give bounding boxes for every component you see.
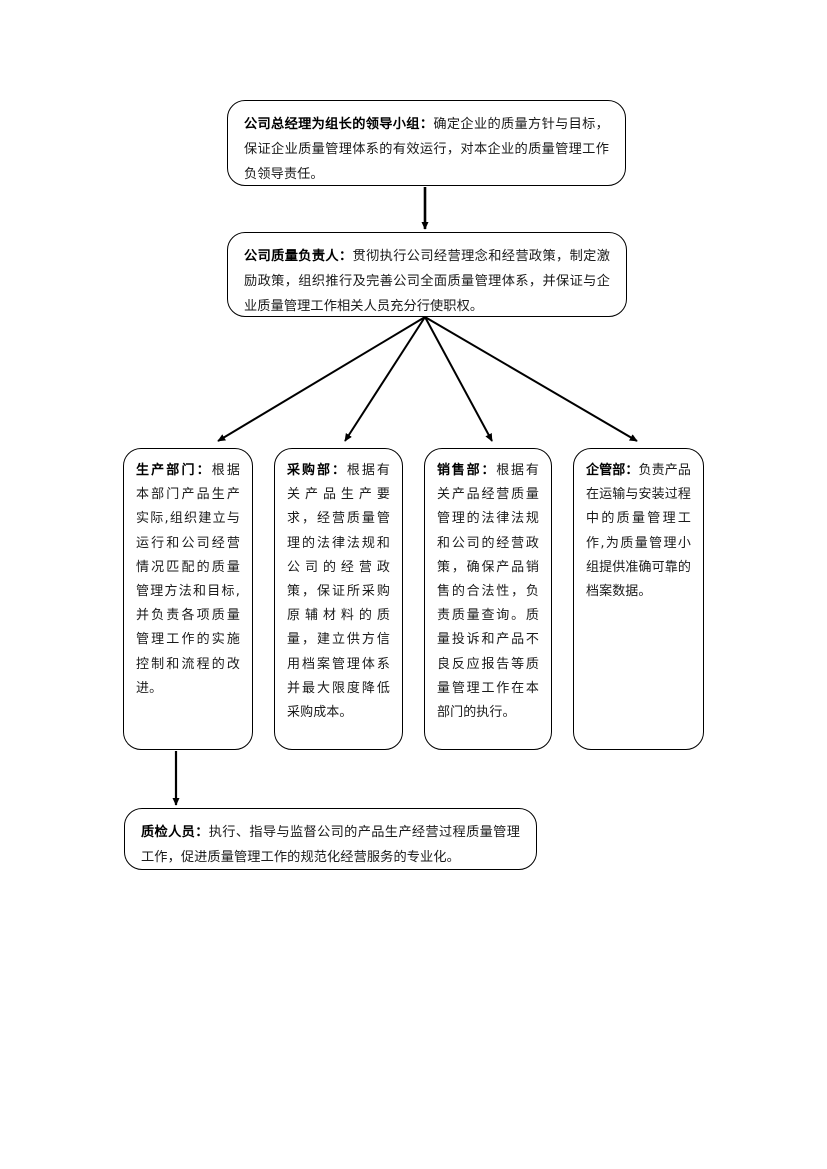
node-production-dept-body: 根据本部门产品生产实际,组织建立与运行和公司经营情况匹配的质量管理方法和目标,并…	[136, 463, 240, 696]
node-enterprise-mgmt-dept-inner: 企管部：负责产品在运输与安装过程中的质量管理工作,为质量管理小组提供准确可靠的档…	[574, 449, 703, 612]
node-qc-inspector-separator: ：	[195, 825, 209, 840]
node-purchasing-dept-inner: 采购部：根据有关产品生产要求，经营质量管理的法律法规和公司的经营政策，保证所采购…	[275, 449, 402, 733]
node-sales-dept-text: 销售部：根据有关产品经营质量管理的法律法规和公司的经营政策，确保产品销售的合法性…	[437, 459, 539, 725]
node-qc-inspector[interactable]: 质检人员：执行、指导与监督公司的产品生产经营过程质量管理工作，促进质量管理工作的…	[124, 808, 537, 870]
node-leadership-group-separator: ：	[419, 117, 434, 132]
node-production-dept-separator: ：	[196, 463, 212, 478]
node-sales-dept-inner: 销售部：根据有关产品经营质量管理的法律法规和公司的经营政策，确保产品销售的合法性…	[425, 449, 551, 733]
node-production-dept-role: 生产部门	[136, 463, 197, 478]
node-leadership-group-body: 确定企业的质量方针与目标，保证企业质量管理体系的有效运行，对本企业的质量管理工作…	[244, 117, 609, 182]
node-qc-inspector-text: 质检人员：执行、指导与监督公司的产品生产经营过程质量管理工作，促进质量管理工作的…	[141, 820, 520, 870]
node-quality-officer-body: 贯彻执行公司经营理念和经营政策，制定激励政策，组织推行及完善公司全面质量管理体系…	[244, 249, 611, 314]
node-enterprise-mgmt-dept-body: 负责产品在运输与安装过程中的质量管理工作,为质量管理小组提供准确可靠的档案数据。	[586, 463, 691, 600]
node-quality-officer-role: 公司质量负责人	[244, 249, 339, 264]
node-sales-dept-body: 根据有关产品经营质量管理的法律法规和公司的经营政策，确保产品销售的合法性，负责质…	[437, 463, 539, 721]
node-purchasing-dept[interactable]: 采购部：根据有关产品生产要求，经营质量管理的法律法规和公司的经营政策，保证所采购…	[274, 448, 403, 750]
node-sales-dept-role: 销售部	[437, 463, 482, 478]
node-qc-inspector-inner: 质检人员：执行、指导与监督公司的产品生产经营过程质量管理工作，促进质量管理工作的…	[125, 809, 536, 879]
node-enterprise-mgmt-dept-role: 企管部	[586, 463, 626, 478]
node-purchasing-dept-role: 采购部	[287, 463, 332, 478]
node-production-dept-inner: 生产部门：根据本部门产品生产实际,组织建立与运行和公司经营情况匹配的质量管理方法…	[124, 449, 252, 709]
node-enterprise-mgmt-dept-text: 企管部：负责产品在运输与安装过程中的质量管理工作,为质量管理小组提供准确可靠的档…	[586, 459, 691, 604]
node-leadership-group-role: 公司总经理为组长的领导小组	[244, 117, 420, 132]
node-qc-inspector-body: 执行、指导与监督公司的产品生产经营过程质量管理工作，促进质量管理工作的规范化经营…	[141, 825, 520, 865]
connector-quality-officer-to-enterprise-mgmt	[424, 316, 638, 442]
node-leadership-group-inner: 公司总经理为组长的领导小组：确定企业的质量方针与目标，保证企业质量管理体系的有效…	[228, 101, 625, 196]
connector-quality-officer-to-purchasing	[344, 316, 426, 442]
node-purchasing-dept-body: 根据有关产品生产要求，经营质量管理的法律法规和公司的经营政策，保证所采购原辅材料…	[287, 463, 390, 721]
node-production-dept[interactable]: 生产部门：根据本部门产品生产实际,组织建立与运行和公司经营情况匹配的质量管理方法…	[123, 448, 253, 750]
connector-quality-officer-to-production	[217, 316, 426, 442]
node-purchasing-dept-text: 采购部：根据有关产品生产要求，经营质量管理的法律法规和公司的经营政策，保证所采购…	[287, 459, 390, 725]
node-sales-dept-separator: ：	[481, 463, 497, 478]
node-quality-officer-inner: 公司质量负责人：贯彻执行公司经营理念和经营政策，制定激励政策，组织推行及完善公司…	[228, 233, 626, 328]
node-enterprise-mgmt-dept-separator: ：	[625, 463, 639, 478]
node-leadership-group[interactable]: 公司总经理为组长的领导小组：确定企业的质量方针与目标，保证企业质量管理体系的有效…	[227, 100, 626, 186]
node-quality-officer[interactable]: 公司质量负责人：贯彻执行公司经营理念和经营政策，制定激励政策，组织推行及完善公司…	[227, 232, 627, 317]
node-enterprise-mgmt-dept[interactable]: 企管部：负责产品在运输与安装过程中的质量管理工作,为质量管理小组提供准确可靠的档…	[573, 448, 704, 750]
node-sales-dept[interactable]: 销售部：根据有关产品经营质量管理的法律法规和公司的经营政策，确保产品销售的合法性…	[424, 448, 552, 750]
node-qc-inspector-role: 质检人员	[141, 825, 196, 840]
node-quality-officer-separator: ：	[338, 249, 353, 264]
node-quality-officer-text: 公司质量负责人：贯彻执行公司经营理念和经营政策，制定激励政策，组织推行及完善公司…	[244, 244, 610, 319]
node-leadership-group-text: 公司总经理为组长的领导小组：确定企业的质量方针与目标，保证企业质量管理体系的有效…	[244, 112, 609, 187]
connector-quality-officer-to-sales	[424, 316, 493, 442]
node-production-dept-text: 生产部门：根据本部门产品生产实际,组织建立与运行和公司经营情况匹配的质量管理方法…	[136, 459, 240, 701]
node-purchasing-dept-separator: ：	[331, 463, 347, 478]
